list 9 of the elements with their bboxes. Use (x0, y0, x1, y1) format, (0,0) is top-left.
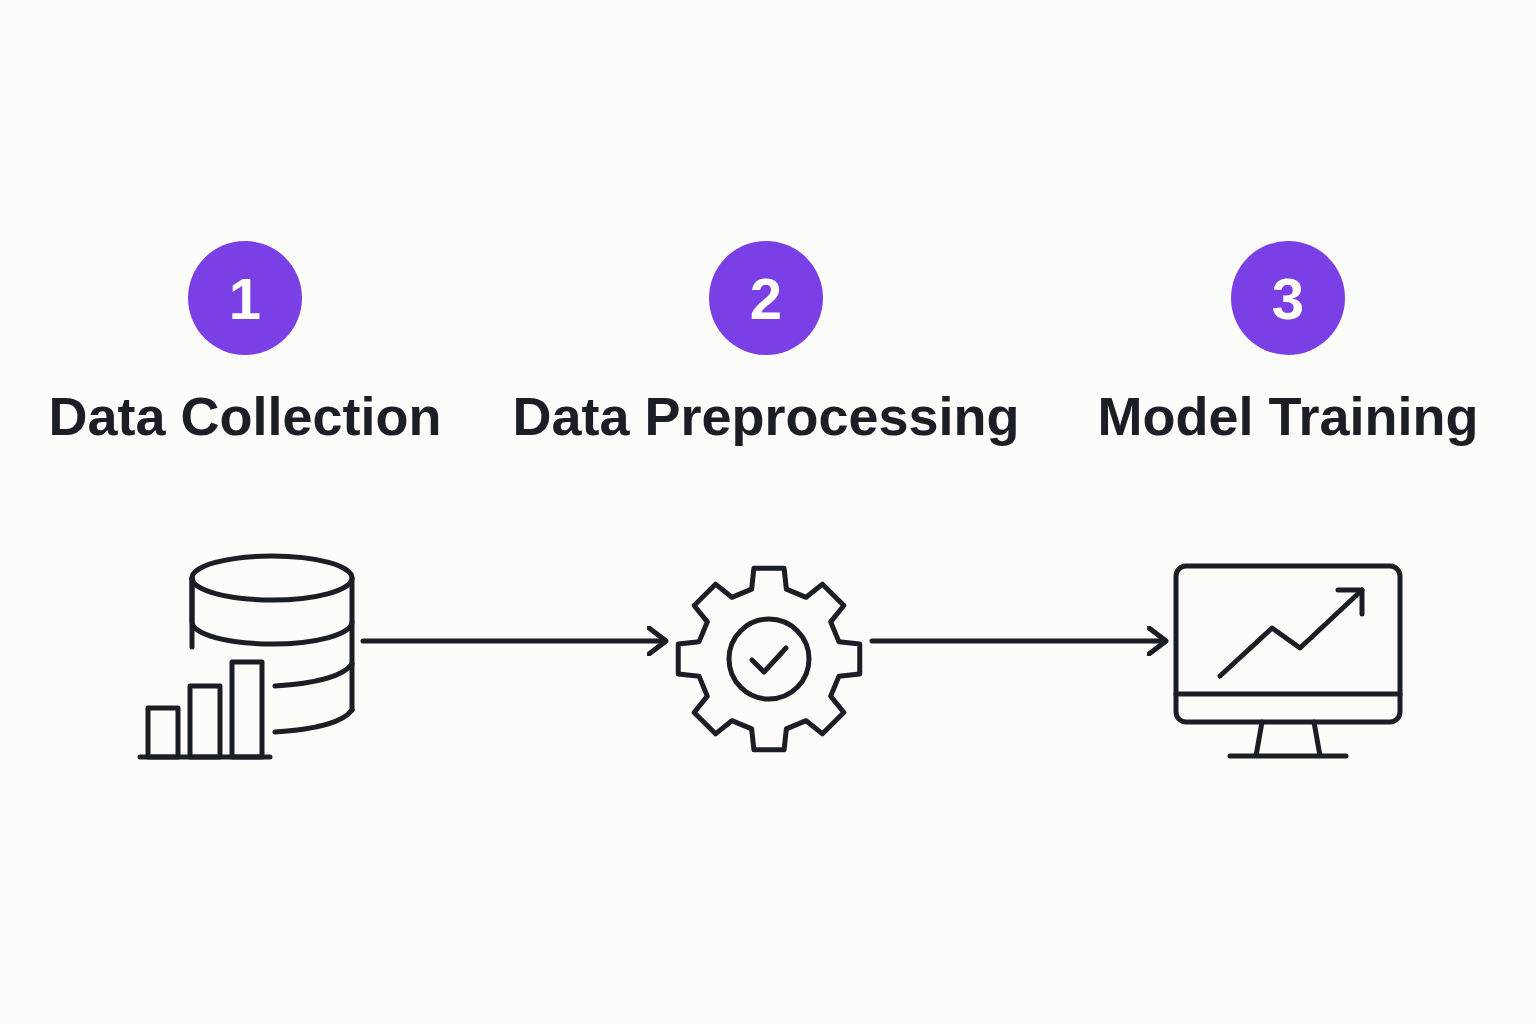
arrow (360, 625, 669, 657)
step-number-badge: 2 (709, 241, 823, 355)
step-number-badge: 1 (188, 241, 302, 355)
monitor-chart-icon (1172, 562, 1404, 762)
step-title: Model Training (1096, 385, 1480, 448)
step-title: Data Collection (47, 385, 443, 448)
arrow (869, 625, 1169, 657)
step-title: Data Preprocessing (511, 385, 1021, 448)
step-number-badge: 3 (1231, 241, 1345, 355)
